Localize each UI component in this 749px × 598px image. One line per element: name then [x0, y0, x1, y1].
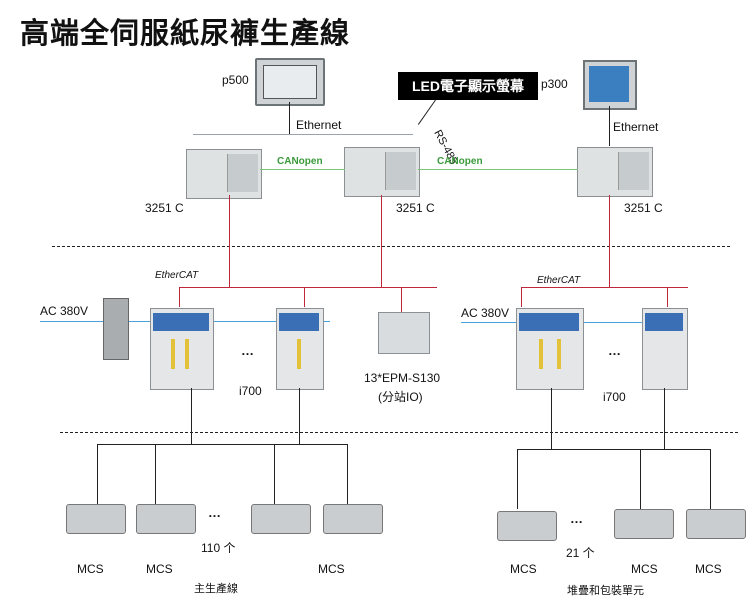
- motor-count-right: 21 个: [566, 546, 595, 560]
- motor-label-6: MCS: [695, 562, 722, 576]
- motor-drop-2: [155, 444, 156, 504]
- motor-6: [614, 509, 674, 539]
- motor-label-5: MCS: [631, 562, 658, 576]
- motor-bus-right: [517, 449, 710, 450]
- ethercat-tap-3: [401, 287, 402, 312]
- ethernet-drop-p500: [289, 102, 290, 135]
- motor-feed-2: [299, 388, 300, 444]
- motor-drop-7: [710, 449, 711, 509]
- hmi-p500: [255, 58, 325, 106]
- hmi-p300: [583, 60, 637, 110]
- p500-label: p500: [222, 73, 249, 87]
- drive-group-3: [516, 308, 584, 390]
- ellipsis-motors-left: …: [208, 505, 221, 520]
- rs485-link: [417, 99, 436, 125]
- ethercat-drop-3: [609, 195, 610, 287]
- drives-label-left: i700: [239, 384, 262, 398]
- divider-2: [60, 432, 738, 433]
- p300-label: p300: [541, 77, 568, 91]
- motor-drop-3: [274, 444, 275, 504]
- drive-group-4: [642, 308, 688, 390]
- motor-3: [251, 504, 311, 534]
- remote-io-sublabel: (分站IO): [378, 390, 423, 404]
- motor-count-left: 110 个: [201, 541, 236, 555]
- controller-1-label: 3251 C: [145, 201, 184, 215]
- canopen-line-1: [260, 169, 345, 170]
- motor-label-3: MCS: [318, 562, 345, 576]
- divider-1: [52, 246, 730, 247]
- ethercat-tap-2: [304, 287, 305, 307]
- motor-5: [497, 511, 557, 541]
- unit-label-right: 堆疊和包裝單元: [567, 585, 644, 597]
- drives-label-right: i700: [603, 390, 626, 404]
- motor-label-4: MCS: [510, 562, 537, 576]
- drive-group-1: [150, 308, 214, 390]
- power-label-right: AC 380V: [461, 306, 510, 320]
- ethercat-tap-1: [179, 287, 180, 307]
- controller-2-label: 3251 C: [396, 201, 435, 215]
- motor-drop-5: [517, 449, 518, 509]
- controller-2: [344, 147, 420, 197]
- controller-3-label: 3251 C: [624, 201, 663, 215]
- drive-group-2: [276, 308, 324, 390]
- motor-1: [66, 504, 126, 534]
- ethercat-tap-5: [667, 287, 668, 307]
- controller-1: [186, 149, 262, 199]
- motor-7: [686, 509, 746, 539]
- canopen-label-2: CANopen: [437, 156, 483, 167]
- power-label-left: AC 380V: [40, 304, 89, 318]
- motor-drop-6: [640, 449, 641, 509]
- ethercat-bus-right: [521, 287, 688, 288]
- ellipsis-drives-right: …: [608, 343, 621, 358]
- canopen-label-1: CANopen: [277, 156, 323, 167]
- ethercat-drop-1: [229, 195, 230, 287]
- ellipsis-drives-left: …: [241, 343, 254, 358]
- remote-io-label: 13*EPM-S130: [364, 371, 441, 385]
- unit-label-left: 主生產線: [194, 583, 238, 595]
- motor-label-1: MCS: [77, 562, 104, 576]
- ethercat-label-1-text: EtherCAT: [155, 270, 199, 281]
- motor-feed-1: [191, 388, 192, 444]
- ethernet-bus-left: [193, 134, 413, 135]
- led-display-box: LED電子顯示螢幕: [398, 72, 538, 100]
- page-title: 高端全伺服紙尿褲生產線: [20, 18, 351, 50]
- motor-label-2: MCS: [146, 562, 173, 576]
- motor-drop-1: [97, 444, 98, 504]
- ethercat-bus-left: [179, 287, 437, 288]
- power-supply-module: [103, 298, 129, 360]
- motor-bus-left: [97, 444, 347, 445]
- motor-drop-4: [347, 444, 348, 504]
- motor-2: [136, 504, 196, 534]
- ethercat-tap-4: [521, 287, 522, 307]
- motor-feed-4: [664, 388, 665, 449]
- ethercat-drop-2: [381, 195, 382, 287]
- remote-io-module: [378, 312, 430, 354]
- canopen-line-2: [418, 169, 578, 170]
- motor-feed-3: [551, 388, 552, 449]
- ellipsis-motors-right: …: [570, 511, 583, 526]
- ethercat-label-2: EtherCAT: [537, 275, 580, 286]
- ethercat-label-2-text: EtherCAT: [537, 275, 581, 286]
- ethernet-label-right: Ethernet: [613, 120, 659, 134]
- ethernet-drop-p300: [609, 106, 610, 146]
- motor-4: [323, 504, 383, 534]
- ethernet-label-left: Ethernet: [296, 118, 342, 132]
- controller-3: [577, 147, 653, 197]
- ethercat-label-1: EtherCAT: [155, 270, 198, 281]
